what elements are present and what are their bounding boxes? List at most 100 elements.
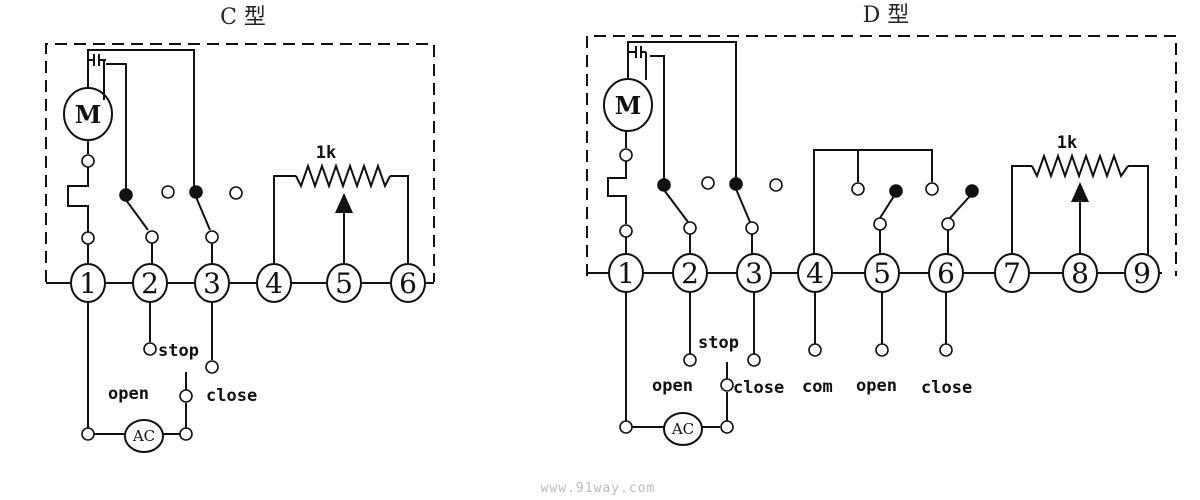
wire — [106, 63, 127, 190]
limit-switch-arm — [735, 188, 751, 223]
diagram-d: D 型 M — [586, 3, 1177, 446]
terminal-c-5: 5 — [326, 263, 362, 303]
terminal-d-6: 6 — [928, 253, 964, 293]
svg-text:6: 6 — [937, 257, 955, 290]
terminal-d-3: 3 — [736, 253, 772, 293]
contact-point — [808, 343, 822, 357]
contact-point — [179, 427, 193, 441]
wire — [650, 55, 665, 180]
wire — [273, 175, 296, 266]
label-stop: stop — [698, 333, 739, 353]
svg-text:2: 2 — [681, 257, 699, 290]
limit-switch-arm — [663, 189, 689, 223]
contact-point — [81, 231, 95, 245]
resistor-label: 1k — [316, 143, 336, 163]
ac-source-d: AC — [663, 412, 703, 446]
contact-point — [619, 148, 633, 162]
svg-text:3: 3 — [745, 257, 763, 290]
contact-point — [683, 221, 697, 235]
resistor-label: 1k — [1057, 133, 1077, 153]
contact-point — [720, 378, 734, 392]
svg-text:2: 2 — [141, 267, 159, 300]
diagram-c: C 型 M — [45, 5, 435, 453]
svg-text:5: 5 — [335, 267, 353, 300]
label-close: close — [206, 386, 257, 406]
terminal-c-4: 4 — [256, 263, 292, 303]
limit-switch-contact — [161, 185, 175, 199]
svg-text:1: 1 — [617, 257, 635, 290]
wire — [813, 149, 933, 256]
contact-point — [745, 221, 759, 235]
ac-source-c: AC — [124, 419, 164, 453]
contact-point — [941, 217, 955, 231]
limit-switch-contact — [889, 184, 903, 198]
contact-point — [720, 420, 734, 434]
terminal-c-3: 3 — [194, 263, 230, 303]
contact-point — [683, 353, 697, 367]
label-open: open — [652, 376, 693, 396]
limit-switch-arm — [125, 199, 149, 231]
terminal-c-2: 2 — [132, 263, 168, 303]
contact-point — [145, 230, 159, 244]
potentiometer-d: 1k — [1011, 133, 1149, 256]
enclosure-d — [586, 35, 1177, 276]
terminal-d-5: 5 — [864, 253, 900, 293]
label-close-2: close — [921, 378, 972, 398]
wire — [1011, 165, 1032, 256]
svg-text:3: 3 — [203, 267, 221, 300]
limit-switch-arm — [949, 195, 971, 219]
contact-point — [619, 420, 633, 434]
label-open-2: open — [856, 376, 897, 396]
contact-point — [143, 342, 157, 356]
svg-text:1: 1 — [79, 267, 97, 300]
ac-icon — [663, 412, 703, 446]
motor-label: M — [75, 100, 102, 129]
contact-point — [81, 427, 95, 441]
diagram-c-title: C 型 — [220, 5, 266, 30]
limit-switch-contact — [769, 178, 783, 192]
contact-point — [205, 360, 219, 374]
limit-switch-contact — [189, 185, 203, 199]
limit-switch-contact — [965, 184, 979, 198]
svg-text:4: 4 — [806, 257, 824, 290]
ac-label: AC — [671, 420, 694, 438]
thermal-switch-icon — [607, 161, 627, 224]
limit-switch-contact — [851, 182, 865, 196]
svg-text:8: 8 — [1071, 257, 1089, 290]
contact-point — [81, 154, 95, 168]
ac-icon — [124, 419, 164, 453]
svg-text:6: 6 — [399, 267, 417, 300]
limit-switch-arm — [879, 195, 895, 219]
terminal-c-6: 6 — [390, 263, 426, 303]
motor-d: M — [603, 78, 653, 132]
limit-switch-contact — [657, 178, 671, 192]
svg-text:4: 4 — [265, 267, 283, 300]
limit-switch-contact — [729, 177, 743, 191]
contact-point — [205, 230, 219, 244]
terminal-c-1: 1 — [70, 263, 106, 303]
wiper-arrow-icon — [335, 193, 353, 213]
ac-label: AC — [132, 427, 155, 445]
terminal-d-7: 7 — [994, 253, 1030, 293]
terminal-d-2: 2 — [672, 253, 708, 293]
contact-point — [619, 224, 633, 238]
svg-text:7: 7 — [1003, 257, 1021, 290]
label-open: open — [108, 384, 149, 404]
svg-text:5: 5 — [873, 257, 891, 290]
wire — [390, 175, 409, 266]
contact-point — [179, 389, 193, 403]
wiper-arrow-icon — [1071, 182, 1089, 202]
contact-point — [747, 353, 761, 367]
terminal-d-8: 8 — [1062, 253, 1098, 293]
enclosure-c — [45, 43, 435, 282]
wire — [82, 302, 89, 435]
terminal-d-4: 4 — [797, 253, 833, 293]
resistor-icon — [295, 162, 391, 190]
label-com: com — [802, 377, 833, 397]
limit-switch-contact — [701, 176, 715, 190]
wire — [627, 41, 737, 180]
watermark: www.91way.com — [541, 481, 656, 496]
wire — [87, 49, 195, 190]
contact-point — [939, 343, 953, 357]
wire — [1128, 165, 1149, 256]
